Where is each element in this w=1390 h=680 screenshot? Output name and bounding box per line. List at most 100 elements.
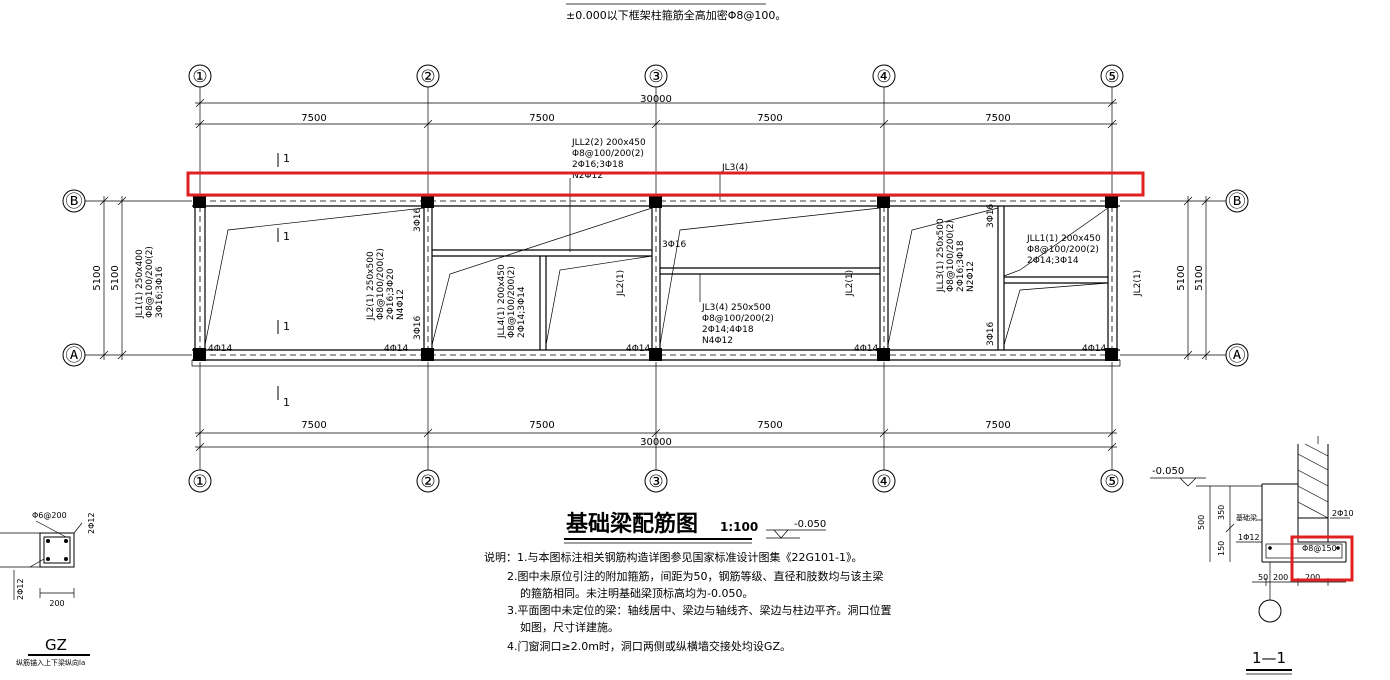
rebar-3-16-d: 3Φ16: [986, 203, 996, 228]
drawing-title: 基础梁配筋图: [566, 511, 698, 537]
svg-text:2Φ14;3Φ14: 2Φ14;3Φ14: [517, 286, 527, 338]
dim-bay-4-bottom: 7500: [985, 420, 1010, 431]
svg-text:2Φ16;3Φ18: 2Φ16;3Φ18: [956, 240, 966, 292]
beam-plan: [191, 172, 1121, 367]
beam-label-jl2-a: JL2(1): [616, 270, 626, 297]
svg-text:3Φ16;3Φ16: 3Φ16;3Φ16: [155, 266, 165, 318]
section-dim-200b: 200: [1305, 573, 1320, 582]
dim-row-right-1: 5100: [1176, 265, 1187, 290]
row-bubbles: Ⓑ Ⓐ Ⓑ Ⓐ: [62, 189, 1249, 367]
dim-bay-2-bottom: 7500: [529, 420, 554, 431]
rebar-3-16-b: 3Φ16: [413, 315, 423, 340]
svg-text:2Φ16;3Φ18: 2Φ16;3Φ18: [572, 160, 624, 170]
note-line-6: 4.门窗洞口≥2.0m时，洞口两侧或纵横墙交接处均设GZ。: [507, 639, 791, 653]
axis-3-top: ③: [648, 67, 663, 87]
axis-2-top: ②: [420, 67, 435, 87]
rebar-3-16-e: 3Φ16: [986, 321, 996, 346]
axis-1-bottom: ①: [192, 472, 207, 492]
section-dim-50: 50: [1258, 573, 1268, 582]
section-dim-500: 500: [1197, 515, 1206, 530]
note-line-1: 说明：1.与本图标注相关钢筋构造详图参见国家标准设计图集《22G101-1》。: [484, 550, 862, 564]
section-bar-left: 1Φ12: [1238, 533, 1260, 542]
svg-text:JLL1(1) 200x450: JLL1(1) 200x450: [1026, 234, 1101, 244]
section-dim-150: 150: [1217, 541, 1226, 556]
beam-label-jll2: JLL2(2) 200x450 Φ8@100/200(2) 2Φ16;3Φ18 …: [571, 138, 646, 181]
svg-text:Φ8@100/200(2): Φ8@100/200(2): [702, 314, 774, 324]
beam-label-jl3-mid: JL3(4) 250x500 Φ8@100/200(2) 2Φ14;4Φ18 N…: [701, 303, 774, 346]
drawing-scale: 1:100: [720, 520, 758, 534]
gz-bar-left: 2Φ12: [16, 578, 25, 600]
beam-label-jl2-left: JL2(1) 250x500 Φ8@100/200(2) 2Φ16;3Φ20 N…: [366, 248, 406, 321]
rebar-4-14-c: 4Φ14: [626, 344, 651, 354]
dim-bay-3-bottom: 7500: [757, 420, 782, 431]
dim-bay-1-top: 7500: [301, 113, 326, 124]
section-dim-200a: 200: [1273, 573, 1288, 582]
notes: 说明：1.与本图标注相关钢筋构造详图参见国家标准设计图集《22G101-1》。 …: [484, 550, 892, 653]
axis-3-bottom: ③: [648, 472, 663, 492]
section-level: -0.050: [1152, 466, 1184, 477]
gz-width: 200: [49, 599, 64, 608]
rebar-4-14-b: 4Φ14: [384, 344, 409, 354]
axis-bubbles-bottom: ① ② ③ ④ ⑤: [188, 469, 1124, 493]
svg-text:Φ8@100/200(2): Φ8@100/200(2): [507, 266, 517, 338]
section-1-1: [1150, 436, 1350, 623]
svg-text:N4Φ12: N4Φ12: [396, 289, 406, 320]
beam-label-jll4: JLL4(1) 200x450 Φ8@100/200(2) 2Φ14;3Φ14: [497, 264, 527, 339]
dim-row-left-1: 5100: [92, 265, 103, 290]
gz-name: GZ: [45, 636, 67, 654]
beam-label-jll1: JLL1(1) 200x450 Φ8@100/200(2) 2Φ14;3Φ14: [1026, 234, 1101, 266]
svg-text:Φ8@100/200(2): Φ8@100/200(2): [946, 220, 956, 292]
section-mark-1c: 1: [283, 320, 290, 333]
svg-text:JL3(4) 250x500: JL3(4) 250x500: [701, 303, 771, 313]
axis-4-top: ④: [876, 67, 891, 87]
svg-text:2Φ16;3Φ20: 2Φ16;3Φ20: [386, 268, 396, 320]
section-beam-label: 基础梁: [1236, 513, 1257, 522]
note-line-4: 3.平面图中未定位的梁：轴线居中、梁边与轴线齐、梁边与柱边平齐。洞口位置: [507, 603, 892, 617]
svg-text:N2Φ12: N2Φ12: [572, 171, 603, 181]
row-a-right: Ⓐ: [1229, 346, 1246, 366]
gz-stirrup: Φ6@200: [32, 511, 67, 520]
row-a-left: Ⓐ: [66, 346, 83, 366]
axis-5-top: ⑤: [1104, 67, 1119, 87]
gz-sub: 纵筋锚入上下梁纵向la: [16, 658, 85, 667]
dim-bay-1-bottom: 7500: [301, 420, 326, 431]
section-mark-1a: 1: [283, 152, 290, 165]
beam-label-jll3: JLL3(1) 250x500 Φ8@100/200(2) 2Φ16;3Φ18 …: [936, 218, 976, 293]
section-dim-350: 350: [1217, 505, 1226, 520]
svg-text:JL2(1) 250x500: JL2(1) 250x500: [366, 251, 376, 321]
note-line-3: 的箍筋相同。未注明基础梁顶标高均为-0.050。: [520, 586, 753, 600]
axis-1-top: ①: [192, 67, 207, 87]
rebar-3-16-a: 3Φ16: [413, 207, 423, 232]
row-b-right: Ⓑ: [1229, 192, 1246, 212]
svg-text:JLL2(2) 200x450: JLL2(2) 200x450: [571, 138, 646, 148]
note-line-5: 如图，尺寸详建施。: [520, 620, 619, 634]
beam-label-jl1: JL1(1) 250x400 Φ8@100/200(2) 3Φ16;3Φ16: [135, 246, 165, 319]
svg-text:JL1(1) 250x400: JL1(1) 250x400: [135, 249, 145, 319]
svg-text:JLL4(1) 200x450: JLL4(1) 200x450: [497, 264, 507, 339]
title-level: -0.050: [794, 519, 826, 530]
dim-bay-4-top: 7500: [985, 113, 1010, 124]
section-bar-top: 2Φ10: [1332, 509, 1354, 518]
svg-text:N2Φ12: N2Φ12: [966, 261, 976, 292]
dim-bay-3-top: 7500: [757, 113, 782, 124]
svg-text:N4Φ12: N4Φ12: [702, 336, 733, 346]
beam-label-jl2-b: JL2(1): [845, 270, 855, 297]
dim-total-bottom: 30000: [640, 437, 672, 448]
rebar-4-14-e: 4Φ14: [1082, 344, 1107, 354]
svg-text:JLL3(1) 250x500: JLL3(1) 250x500: [936, 218, 946, 293]
dim-row-left-2: 5100: [110, 265, 121, 290]
rebar-3-16-c: 3Φ16: [662, 240, 687, 250]
dim-total-top: 30000: [640, 94, 672, 105]
highlight-box-section: [1290, 535, 1354, 582]
dim-bay-2-top: 7500: [529, 113, 554, 124]
highlight-box-beam-b: [186, 171, 1145, 197]
axis-5-bottom: ⑤: [1104, 472, 1119, 492]
axis-4-bottom: ④: [876, 472, 891, 492]
svg-text:Φ8@100/200(2): Φ8@100/200(2): [145, 246, 155, 318]
section-stirrup: Φ8@150: [1302, 544, 1337, 553]
beam-label-jl3-top: JL3(4): [721, 163, 748, 173]
row-b-left: Ⓑ: [66, 192, 83, 212]
axis-2-bottom: ②: [420, 472, 435, 492]
svg-text:Φ8@100/200(2): Φ8@100/200(2): [1027, 245, 1099, 255]
